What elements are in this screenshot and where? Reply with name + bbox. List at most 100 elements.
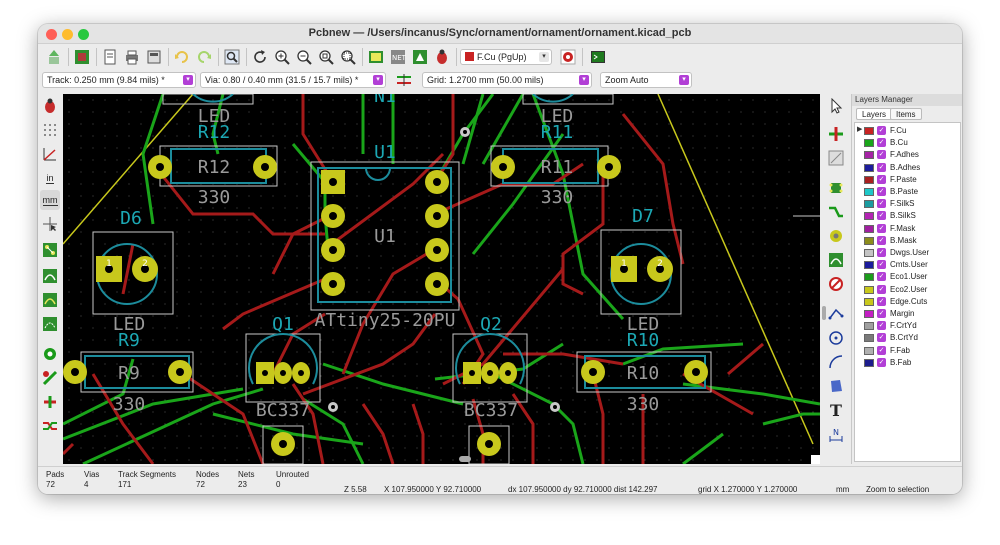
page-settings-icon[interactable] bbox=[100, 47, 120, 67]
layer-visibility-checkbox[interactable]: ✓ bbox=[877, 345, 886, 355]
layer-row[interactable]: ✓B.Adhes bbox=[855, 162, 960, 174]
layer-color-swatch[interactable] bbox=[864, 163, 874, 172]
layer-color-swatch[interactable] bbox=[864, 139, 874, 148]
layer-visibility-checkbox[interactable]: ✓ bbox=[877, 333, 886, 343]
layer-row[interactable]: ✓B.Cu bbox=[855, 137, 960, 149]
ratsnest-icon[interactable] bbox=[40, 240, 60, 260]
layer-color-swatch[interactable] bbox=[864, 285, 874, 294]
layer-row[interactable]: ✓Edge.Cuts bbox=[855, 296, 960, 308]
layer-color-swatch[interactable] bbox=[864, 310, 874, 318]
layer-visibility-checkbox[interactable]: ✓ bbox=[877, 162, 886, 172]
board-setup-icon[interactable] bbox=[72, 47, 92, 67]
units-mm-button[interactable]: mm bbox=[40, 190, 60, 210]
layer-color-swatch[interactable] bbox=[864, 322, 874, 331]
footprint-editor-icon[interactable] bbox=[410, 47, 430, 67]
via-size-select[interactable]: Via: 0.80 / 0.40 mm (31.5 / 15.7 mils) *… bbox=[200, 72, 386, 88]
add-text-icon[interactable]: T bbox=[830, 400, 842, 420]
layer-visibility-checkbox[interactable]: ✓ bbox=[877, 321, 886, 331]
layer-color-swatch[interactable] bbox=[864, 297, 874, 306]
layer-row[interactable]: ✓F.SilkS bbox=[855, 198, 960, 210]
layer-row[interactable]: ✓Dwgs.User bbox=[855, 247, 960, 259]
layer-color-swatch[interactable] bbox=[864, 249, 874, 257]
grid-toggle-icon[interactable] bbox=[40, 120, 60, 140]
print-icon[interactable] bbox=[122, 47, 142, 67]
layer-color-swatch[interactable] bbox=[864, 224, 874, 233]
zone-fill-icon[interactable] bbox=[40, 266, 60, 286]
auto-track-width-icon[interactable] bbox=[394, 70, 414, 90]
undo-icon[interactable] bbox=[172, 47, 192, 67]
layer-row[interactable]: ✓B.SilkS bbox=[855, 210, 960, 222]
layer-row[interactable]: ✓Margin bbox=[855, 308, 960, 320]
pcb-drawing[interactable]: 12 12 R12 R11 U1 D6 D7 Q1 Q2 R9 R10 N1 R… bbox=[63, 94, 820, 464]
layer-row[interactable]: ✓B.Paste bbox=[855, 186, 960, 198]
drc-marker-icon[interactable] bbox=[40, 96, 60, 116]
zoom-selection-icon[interactable] bbox=[338, 47, 358, 67]
layer-row[interactable]: ✓B.CrtYd bbox=[855, 332, 960, 344]
layer-visibility-checkbox[interactable]: ✓ bbox=[877, 126, 886, 135]
layer-color-swatch[interactable] bbox=[864, 334, 874, 343]
layer-visibility-checkbox[interactable]: ✓ bbox=[877, 272, 886, 282]
add-via-icon[interactable] bbox=[826, 226, 846, 246]
layer-color-swatch[interactable] bbox=[864, 127, 874, 135]
local-ratsnest-icon[interactable] bbox=[826, 148, 846, 168]
layer-visibility-checkbox[interactable]: ✓ bbox=[877, 235, 886, 245]
add-arc-icon[interactable] bbox=[826, 352, 846, 372]
zoom-select[interactable]: Zoom Auto ▾ bbox=[600, 72, 692, 88]
vertical-scroll-handle[interactable] bbox=[822, 306, 826, 320]
layer-visibility-checkbox[interactable]: ✓ bbox=[877, 284, 886, 294]
layer-row[interactable]: ✓B.Fab bbox=[855, 357, 960, 369]
layer-row[interactable]: ✓F.Adhes bbox=[855, 149, 960, 161]
layer-visibility-checkbox[interactable]: ✓ bbox=[877, 187, 886, 196]
drc-icon[interactable] bbox=[432, 47, 452, 67]
redo-icon[interactable] bbox=[194, 47, 214, 67]
layer-row[interactable]: ✓F.Mask bbox=[855, 223, 960, 235]
layer-visibility-checkbox[interactable]: ✓ bbox=[877, 174, 886, 184]
zoom-out-icon[interactable] bbox=[294, 47, 314, 67]
add-polygon-icon[interactable] bbox=[826, 376, 846, 396]
new-board-icon[interactable] bbox=[44, 47, 64, 67]
layer-visibility-checkbox[interactable]: ✓ bbox=[877, 138, 886, 148]
horizontal-scroll-handle[interactable] bbox=[459, 456, 471, 462]
layer-row[interactable]: ✓F.Fab bbox=[855, 345, 960, 357]
layer-color-swatch[interactable] bbox=[864, 151, 874, 160]
tab-items[interactable]: Items bbox=[890, 108, 922, 120]
zoom-window-button[interactable] bbox=[78, 29, 89, 40]
layer-visibility-checkbox[interactable]: ✓ bbox=[877, 223, 886, 233]
add-keepout-icon[interactable] bbox=[826, 274, 846, 294]
layer-row[interactable]: ✓B.Mask bbox=[855, 235, 960, 247]
layer-color-swatch[interactable] bbox=[864, 175, 874, 184]
layer-visibility-checkbox[interactable]: ✓ bbox=[877, 357, 886, 367]
netlist-icon[interactable] bbox=[366, 47, 386, 67]
layer-visibility-checkbox[interactable]: ✓ bbox=[877, 296, 886, 306]
zone-sketch-icon[interactable] bbox=[40, 314, 60, 334]
layer-row[interactable]: ✓F.Paste bbox=[855, 174, 960, 186]
plot-icon[interactable] bbox=[144, 47, 164, 67]
units-inch-button[interactable]: in bbox=[40, 168, 60, 188]
route-track-icon[interactable] bbox=[826, 202, 846, 222]
add-footprint-icon[interactable] bbox=[826, 178, 846, 198]
layer-row[interactable]: ✓Eco1.User bbox=[855, 271, 960, 283]
layer-row[interactable]: ✓Cmts.User bbox=[855, 259, 960, 271]
zoom-fit-icon[interactable] bbox=[316, 47, 336, 67]
update-pcb-icon[interactable]: NET bbox=[388, 47, 408, 67]
zoom-in-icon[interactable] bbox=[272, 47, 292, 67]
layer-visibility-checkbox[interactable]: ✓ bbox=[877, 248, 886, 257]
via-sketch-icon[interactable] bbox=[40, 368, 60, 388]
layer-row[interactable]: ✓F.CrtYd bbox=[855, 320, 960, 332]
grid-select[interactable]: Grid: 1.2700 mm (50.00 mils) ▾ bbox=[422, 72, 592, 88]
add-dimension-icon[interactable]: N bbox=[826, 424, 846, 444]
select-arrow-icon[interactable] bbox=[826, 96, 846, 116]
add-zone-icon[interactable] bbox=[826, 250, 846, 270]
add-circle-icon[interactable] bbox=[826, 328, 846, 348]
polar-coords-icon[interactable] bbox=[40, 144, 60, 164]
layer-visibility-checkbox[interactable]: ✓ bbox=[877, 211, 886, 221]
layer-color-swatch[interactable] bbox=[864, 236, 874, 245]
layer-visibility-checkbox[interactable]: ✓ bbox=[877, 260, 886, 270]
close-window-button[interactable] bbox=[46, 29, 57, 40]
layer-color-swatch[interactable] bbox=[864, 261, 874, 270]
layer-color-swatch[interactable] bbox=[864, 273, 874, 282]
track-width-select[interactable]: Track: 0.250 mm (9.84 mils) * ▾ bbox=[42, 72, 196, 88]
layer-row[interactable]: ▶✓F.Cu bbox=[855, 125, 960, 137]
layer-color-swatch[interactable] bbox=[864, 212, 874, 221]
